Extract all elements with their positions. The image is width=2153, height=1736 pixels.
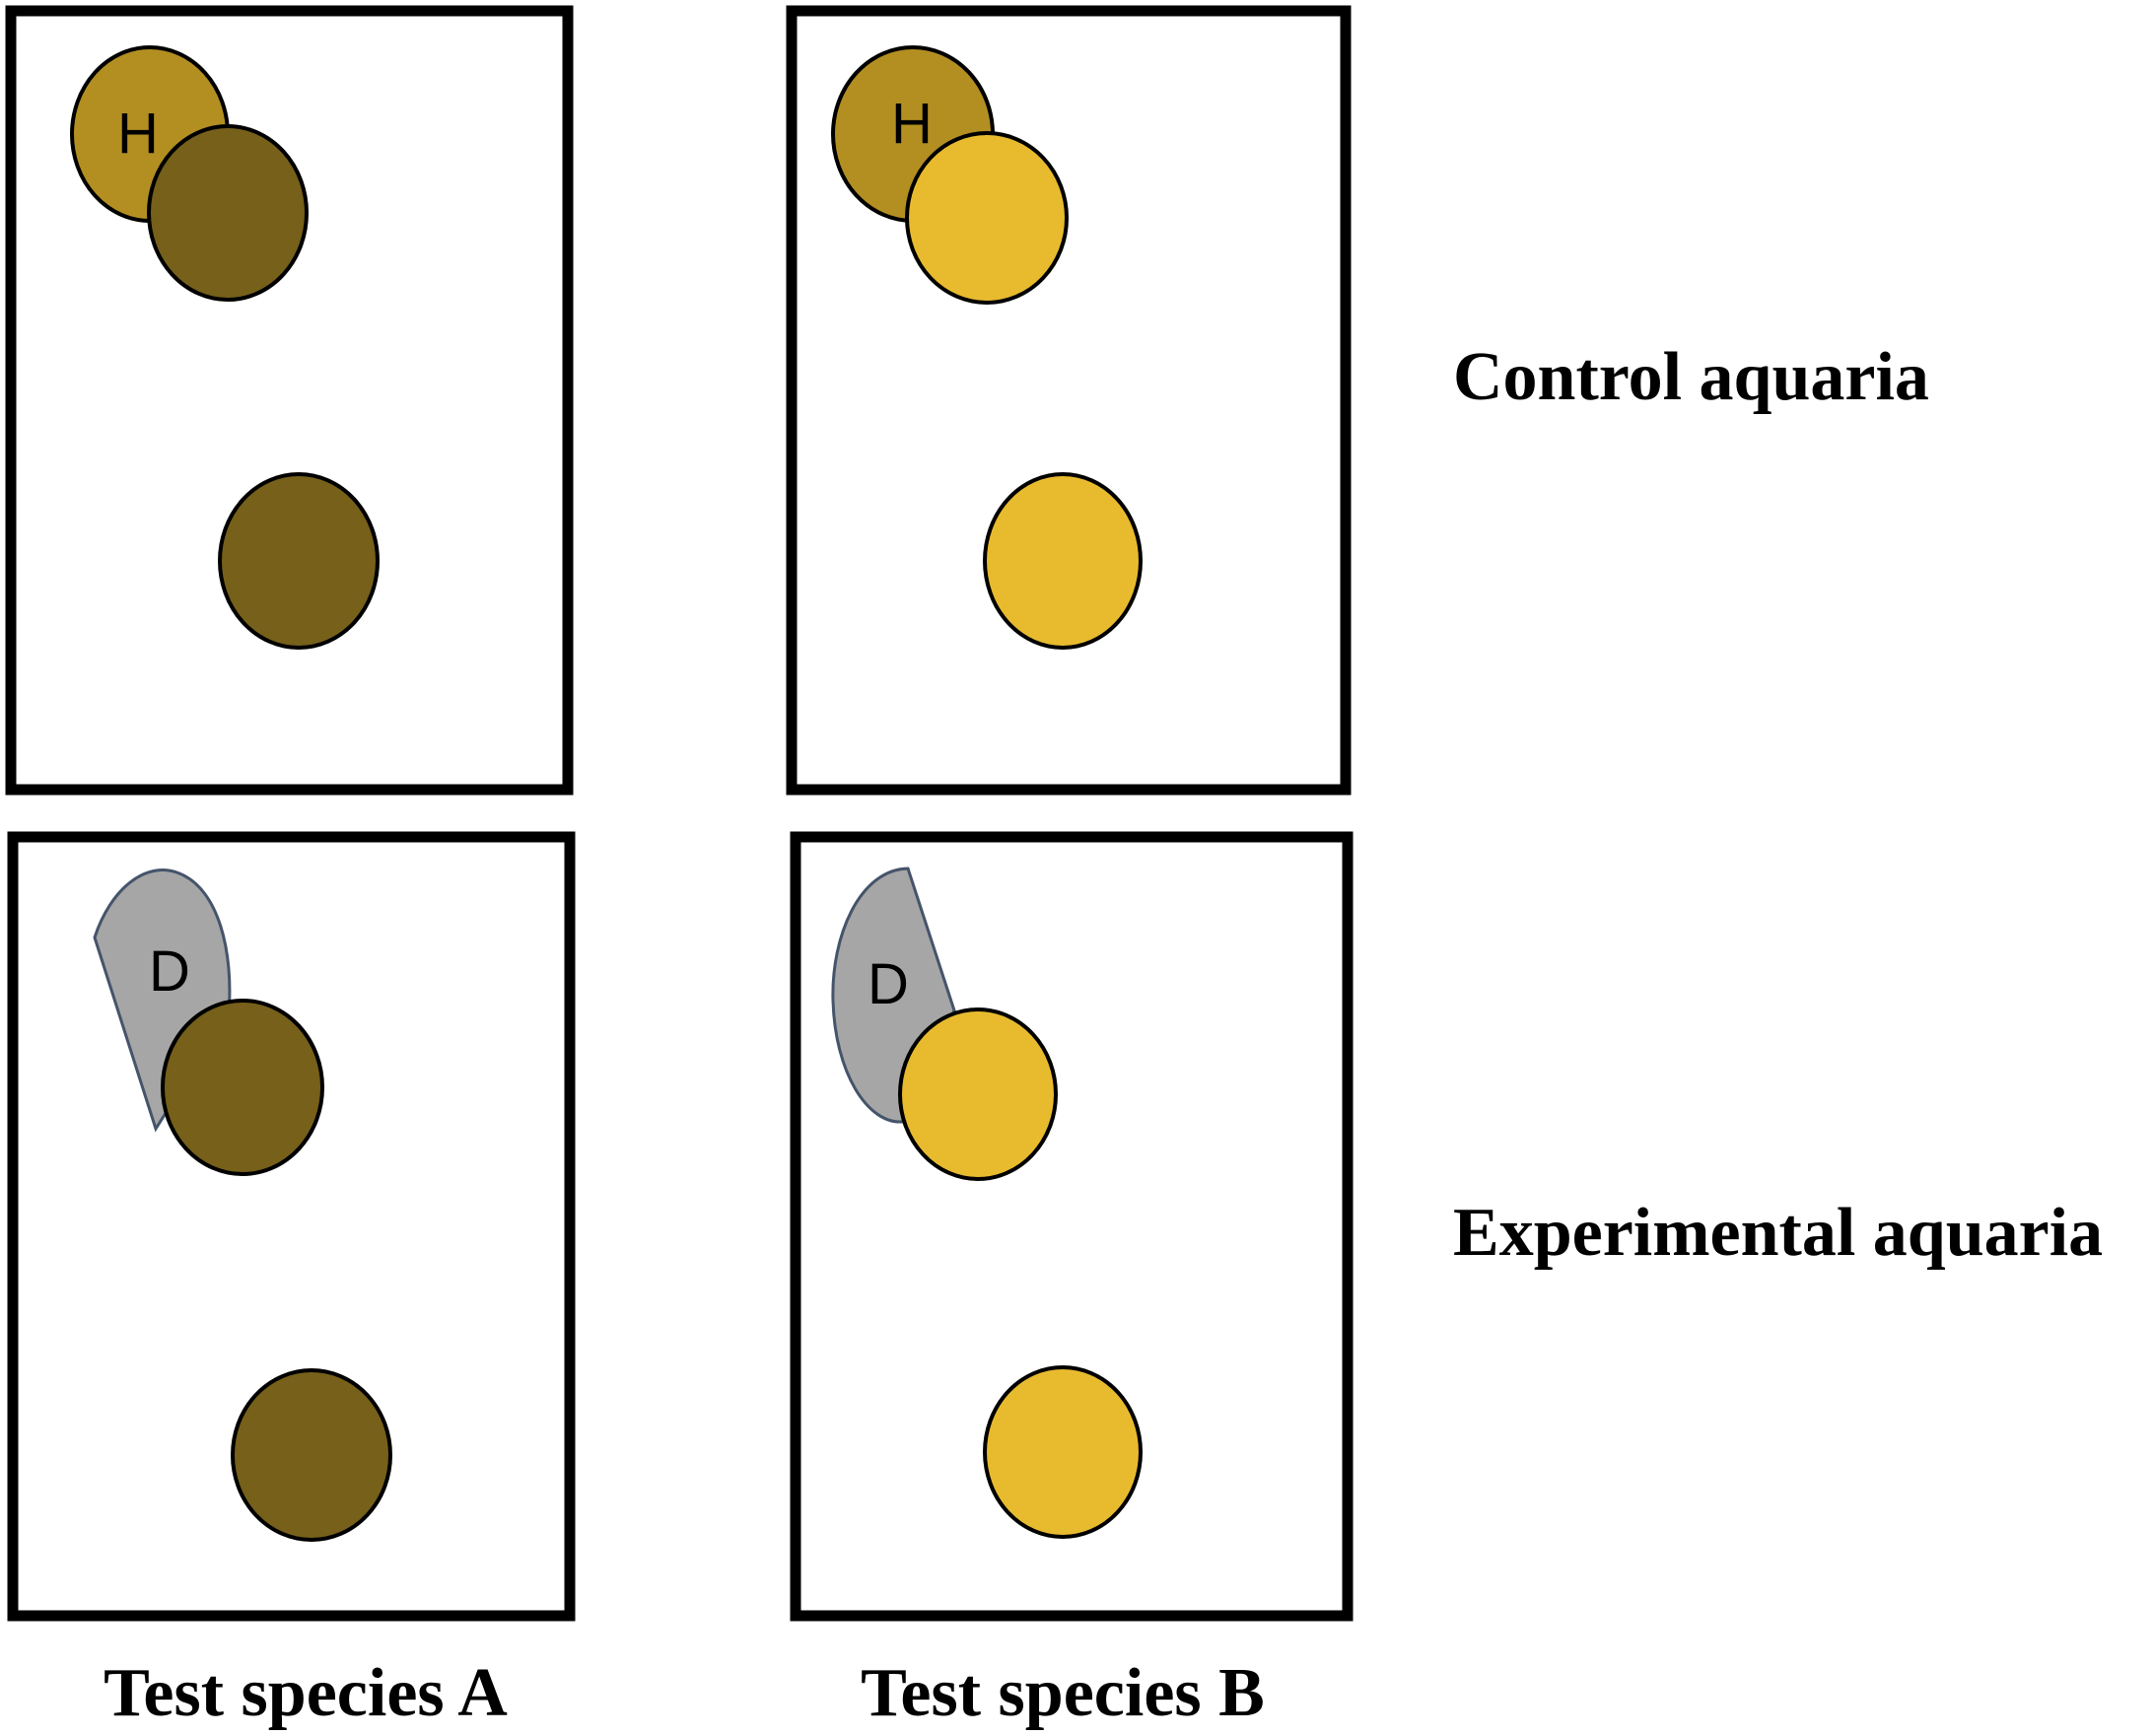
- species-b-individual: [983, 1365, 1143, 1539]
- species-a-individual: [218, 472, 380, 650]
- species-b-individual: [898, 1007, 1058, 1181]
- row-label-control: Control aquaria: [1453, 339, 1929, 415]
- row-label-experimental: Experimental aquaria: [1453, 1195, 2103, 1271]
- species-b-individual: [905, 131, 1069, 305]
- control-b-contents: H: [831, 45, 1143, 650]
- tank-control-a: [5, 5, 574, 796]
- species-a-individual: [147, 124, 309, 302]
- tank-experimental-a: [7, 831, 576, 1622]
- species-a-individual: [231, 1368, 392, 1542]
- col-label-species-b: Test species B: [861, 1655, 1265, 1731]
- experimental-b-contents: D: [831, 867, 1143, 1539]
- col-label-species-a: Test species A: [104, 1655, 508, 1731]
- d-marker-label: D: [868, 952, 909, 1016]
- tank-control-b: [786, 5, 1352, 796]
- species-a-individual: [161, 999, 324, 1176]
- tank-experimental-b: [790, 831, 1354, 1622]
- d-marker-label: D: [149, 939, 190, 1004]
- h-marker-label: H: [117, 102, 159, 166]
- h-marker-label: H: [891, 92, 933, 156]
- control-a-contents: H: [70, 45, 380, 650]
- species-b-individual: [983, 472, 1143, 650]
- experimental-a-contents: D: [93, 868, 392, 1542]
